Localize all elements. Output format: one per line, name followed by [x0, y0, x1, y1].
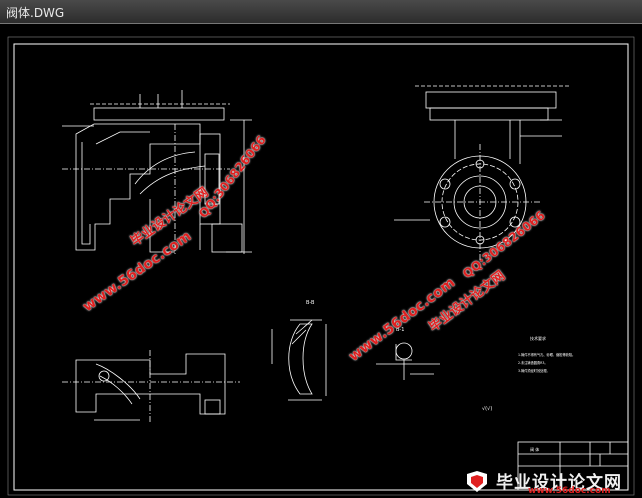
drawing-canvas[interactable]: B-B B-1 技术要求 1.铸件不得有气孔、砂眼、缩松等缺陷。 2.未注铸造圆… [0, 24, 642, 498]
title-block-name: 阀 体 [530, 446, 539, 452]
detail-b1 [376, 342, 440, 380]
main-view [62, 90, 252, 254]
outer-border [7, 36, 635, 496]
window-titlebar[interactable]: 阀体.DWG [0, 0, 642, 24]
tech-note-3: 3.铸件须经时效处理。 [518, 368, 550, 373]
section-label: B-B [306, 300, 315, 306]
bottom-section-view [62, 350, 240, 422]
detail-label: B-1 [396, 327, 404, 333]
tech-note-1: 1.铸件不得有气孔、砂眼、缩松等缺陷。 [518, 352, 575, 357]
section-bb [271, 319, 327, 401]
tech-notes-title: 技术要求 [530, 335, 546, 341]
brand-url: www.56doc.com [528, 486, 611, 496]
flange-view [394, 85, 570, 260]
drawing-frame [13, 43, 629, 491]
brand-name: 毕业设计论文网 [496, 473, 622, 493]
roughness-mark: √(√) [482, 406, 492, 412]
tech-note-2: 2.未注铸造圆角R3。 [518, 360, 548, 365]
title-block [517, 441, 629, 491]
cad-drawing: B-B B-1 技术要求 1.铸件不得有气孔、砂眼、缩松等缺陷。 2.未注铸造圆… [7, 36, 635, 496]
brand-logo-block: 毕业设计论文网 www.56doc.com [458, 468, 638, 496]
brand-icon [467, 471, 487, 492]
window-title: 阀体.DWG [6, 6, 65, 20]
tech-notes: 技术要求 1.铸件不得有气孔、砂眼、缩松等缺陷。 2.未注铸造圆角R3。 3.铸… [518, 335, 575, 373]
